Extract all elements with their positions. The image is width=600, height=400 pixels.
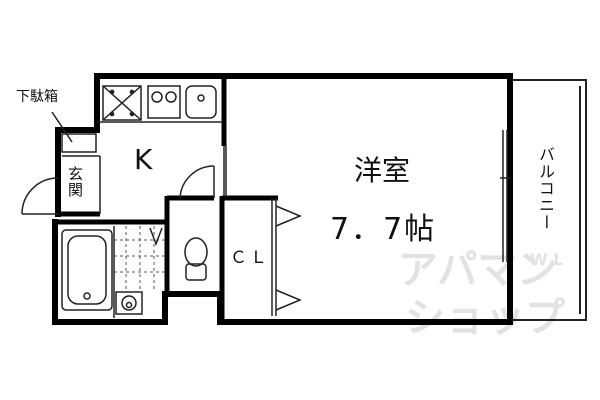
toilet-bowl — [184, 237, 208, 267]
balcony-window — [500, 130, 510, 262]
outer-walls — [52, 73, 513, 325]
watermark-line2: ショップ — [405, 295, 565, 341]
room-label-kitchen: K — [134, 143, 153, 176]
toilet-tank — [185, 263, 207, 281]
watermark-small: W L — [530, 250, 564, 269]
closet-door-lower — [275, 289, 302, 311]
toilet-door-swing — [179, 165, 215, 199]
entrance-area — [21, 111, 101, 215]
closet-door-upper — [275, 205, 302, 227]
bath-tiles — [114, 226, 165, 290]
room-label-entrance: 玄関 — [66, 166, 84, 198]
bathtub-outer — [61, 229, 113, 311]
kitchen-door — [223, 146, 227, 196]
kitchen-counter — [98, 85, 222, 123]
sink — [185, 85, 217, 119]
fridge — [102, 85, 142, 121]
wall-kitchen-left — [55, 73, 100, 217]
bathtub-inner — [67, 235, 107, 305]
wash-basin — [115, 291, 143, 315]
room-label-western: 洋室 — [354, 154, 411, 187]
stove — [147, 85, 181, 119]
bath-door-mark — [149, 227, 163, 247]
wall-step — [52, 219, 223, 325]
toilet-room — [184, 237, 208, 281]
watermark-line1: アパマン — [398, 247, 558, 293]
label-shoe-box: 下駄箱 — [16, 89, 58, 105]
balcony-area — [512, 79, 587, 321]
room-label-closet: ＣＬ — [230, 248, 270, 268]
bathroom — [61, 226, 165, 318]
room-size-western: 7．7帖 — [330, 212, 437, 247]
closet — [271, 198, 302, 316]
interior-walls — [58, 76, 278, 322]
shoe-box-cabinet — [61, 133, 97, 153]
room-label-balcony: バルコニー — [536, 146, 555, 231]
